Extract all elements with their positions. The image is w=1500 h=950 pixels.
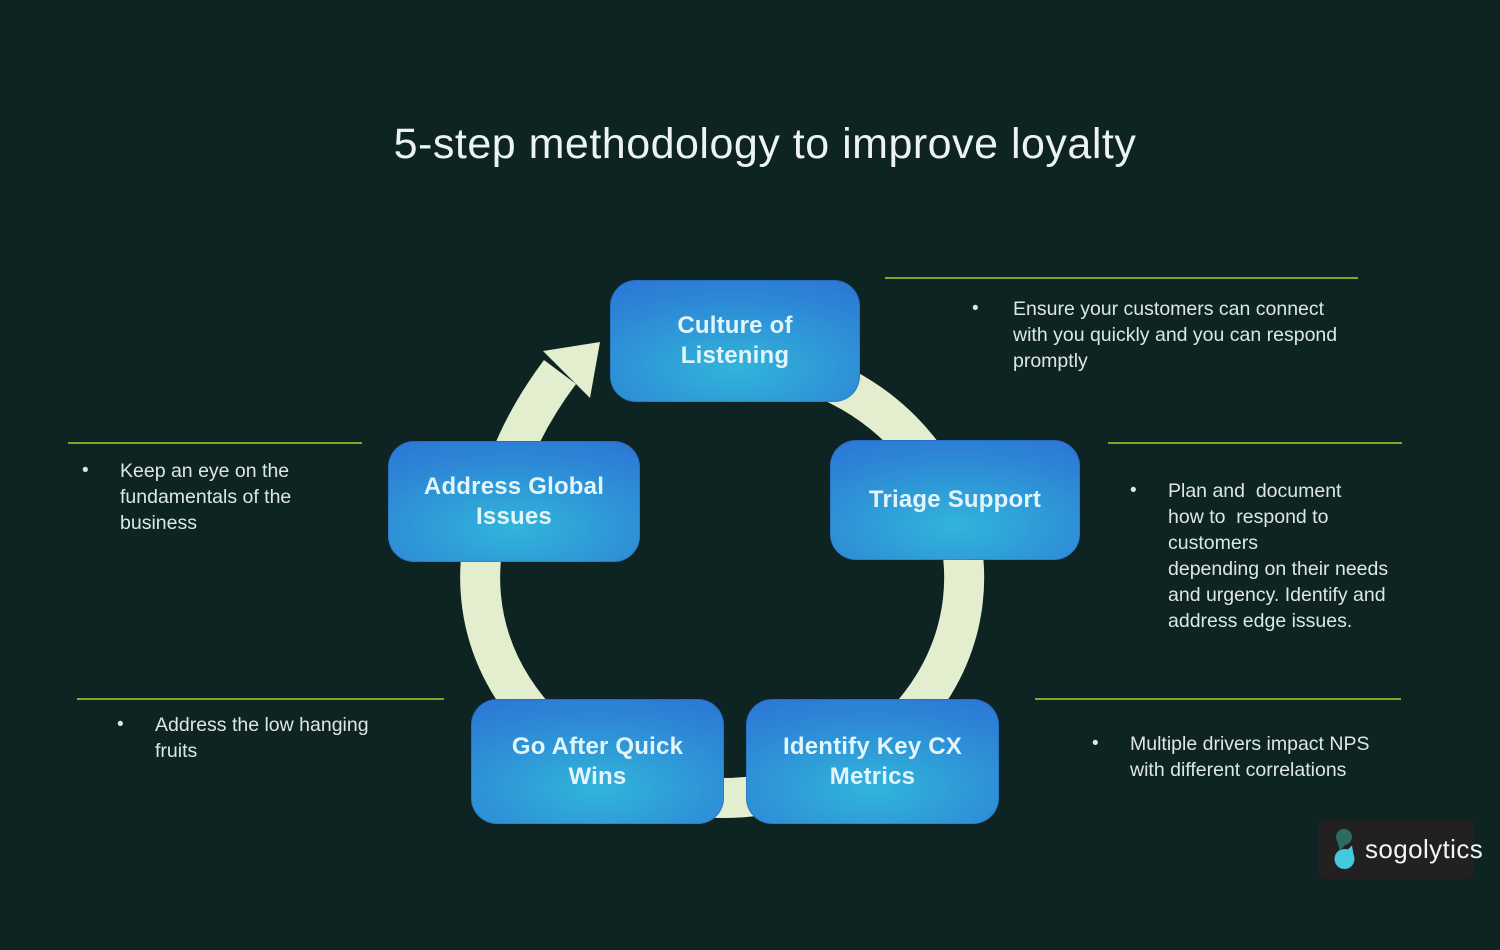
bullet-icon: • [972,298,979,319]
cycle-arrowhead-icon [543,342,600,398]
bullet-icon: • [117,714,124,735]
bullet-icon: • [1092,733,1099,754]
annotation-text: Plan and document how to respond to cust… [1168,480,1389,632]
step-label: Triage Support [868,486,1042,513]
bullet-icon: • [1130,480,1137,501]
step-box-address-global-issues: Address Global Issues [388,441,640,562]
step-box-identify-key-cx-metrics: Identify Key CX Metrics [746,699,999,824]
annotation-text: Multiple drivers impact NPS with differe… [1130,733,1370,781]
sogolytics-logo-text: sogolytics [1365,834,1484,864]
green-underline [68,442,362,444]
step-box-triage-support: Triage Support [830,440,1080,560]
green-underline [1108,442,1402,444]
annotation-text: Ensure your customers can connect with y… [1013,298,1338,372]
slide-title: 5-step methodology to improve loyalty [393,120,1137,168]
annotation-text: Address the low hanging fruits [155,714,369,762]
annotation-text: Keep an eye on the fundamentals of the b… [120,460,292,534]
step-label: Go After Quick Wins [511,732,684,790]
step-label: Identify Key CX Metrics [782,732,963,790]
step-label: Address Global Issues [423,472,605,530]
sogolytics-logo: sogolytics [1319,820,1483,879]
step-box-culture-of-listening: Culture of Listening [610,280,860,402]
step-label: Culture of Listening [677,312,793,369]
green-underline [77,698,444,700]
bullet-icon: • [82,460,89,481]
sogolytics-logo-icon [1334,828,1355,869]
step-box-go-after-quick-wins: Go After Quick Wins [471,699,724,824]
green-underline [1035,698,1401,700]
green-underline [885,277,1358,279]
